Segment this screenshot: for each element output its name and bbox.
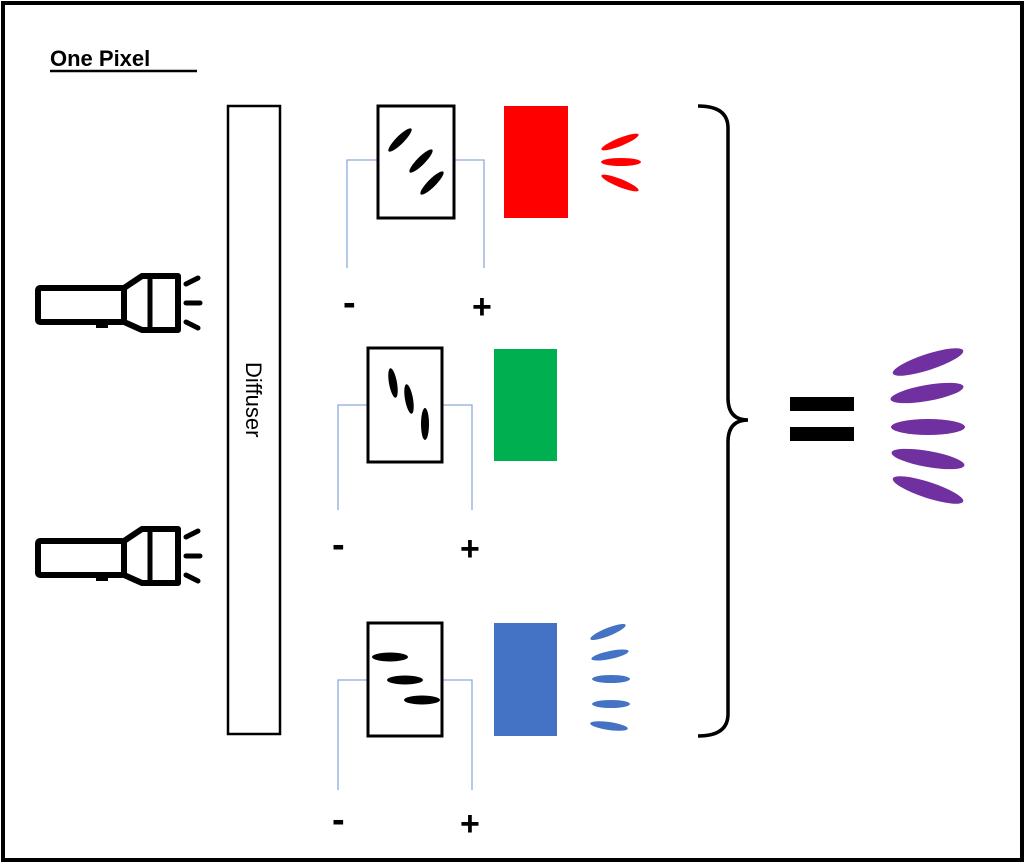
- color-filter-green: [494, 349, 557, 461]
- crystal-molecules: [372, 652, 440, 705]
- wire: [346, 159, 378, 268]
- wire: [442, 404, 473, 510]
- minus-terminal: -: [332, 524, 345, 566]
- light-rays-blue: [590, 623, 630, 731]
- color-filter-blue: [494, 623, 557, 736]
- result-light-rays-purple: [890, 348, 965, 504]
- wire: [454, 159, 485, 268]
- color-filter-red: [504, 106, 568, 218]
- page-title: One Pixel: [50, 46, 150, 71]
- plus-terminal: +: [460, 805, 480, 843]
- subpixel-red: - +: [343, 104, 641, 326]
- crystal-molecules: [388, 128, 444, 195]
- subpixel-green: - +: [332, 346, 557, 568]
- wire: [337, 404, 368, 510]
- wire: [442, 679, 473, 790]
- minus-terminal: -: [343, 282, 356, 324]
- flashlight-icon: [35, 526, 203, 586]
- equals-sign: [790, 397, 854, 441]
- grouping-brace: [697, 104, 749, 738]
- plus-terminal: +: [460, 530, 480, 568]
- diffuser-label: Diffuser: [241, 362, 266, 437]
- wire: [337, 679, 368, 790]
- liquid-crystal-cell: [366, 346, 444, 464]
- subpixel-blue: - +: [332, 621, 630, 843]
- plus-terminal: +: [472, 288, 492, 326]
- diffuser-panel: [226, 104, 282, 736]
- crystal-molecules: [388, 368, 429, 440]
- minus-terminal: -: [332, 799, 345, 841]
- flashlight-icon: [35, 273, 203, 333]
- light-rays-red: [601, 133, 641, 192]
